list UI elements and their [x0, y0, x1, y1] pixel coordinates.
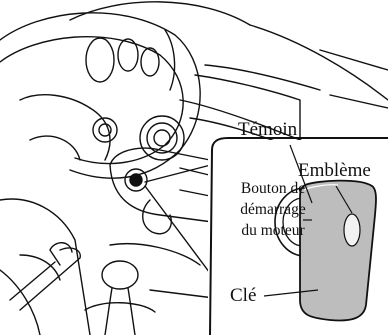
label-bouton-line2: démarrage: [231, 199, 315, 220]
label-temoin: Témoin: [238, 120, 297, 139]
emblem-mark: [344, 214, 360, 246]
gear-shifter: [85, 261, 155, 335]
label-cle: Clé: [228, 286, 258, 305]
air-vent: [93, 116, 184, 160]
label-bouton-demarrage: Bouton de démarrage du moteur: [231, 178, 315, 241]
instrument-cluster: [70, 2, 250, 90]
hand-brake: [10, 248, 80, 310]
label-bouton-line1: Bouton de: [231, 178, 315, 199]
label-bouton-line3: du moteur: [231, 220, 315, 241]
